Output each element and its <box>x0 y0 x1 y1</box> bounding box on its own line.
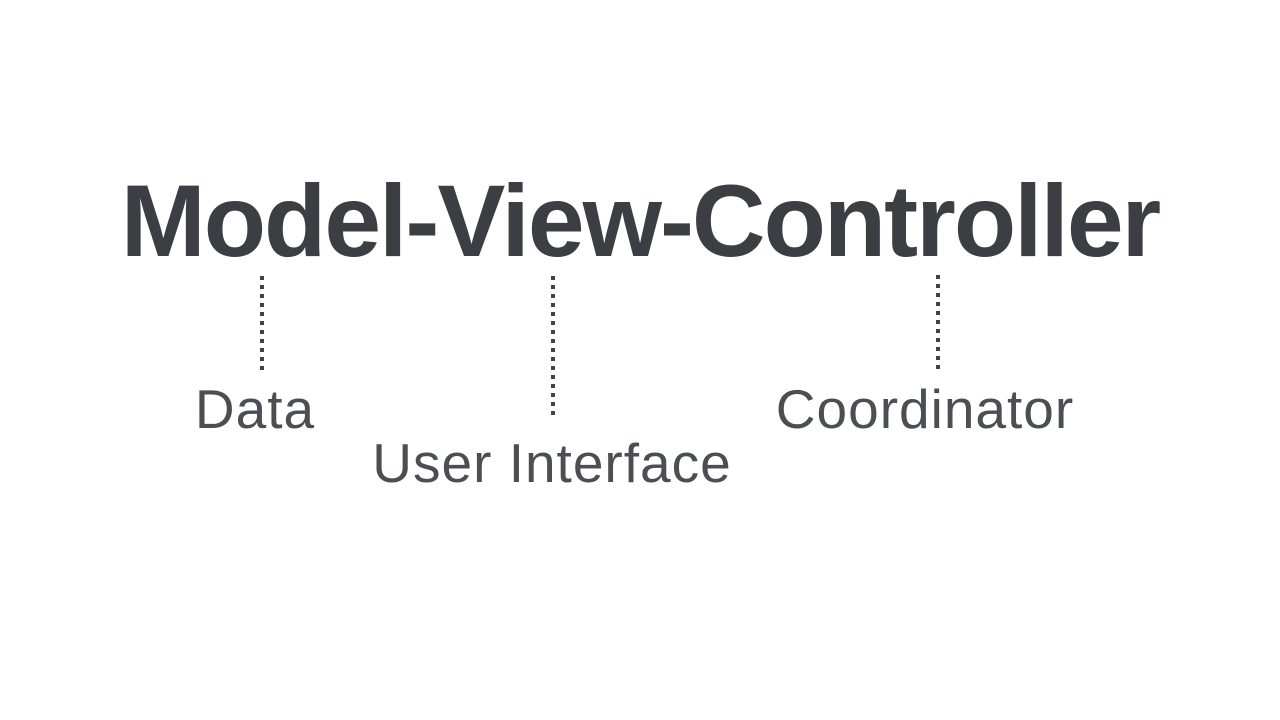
annotation-label-view-user-interface: User Interface <box>372 432 732 494</box>
dotted-connector-model <box>260 276 264 370</box>
dotted-connector-controller <box>936 275 940 369</box>
page-title: Model-View-Controller <box>120 164 1162 278</box>
annotation-label-controller-coordinator: Coordinator <box>775 378 1075 440</box>
annotation-label-model-data: Data <box>194 378 316 440</box>
dotted-connector-view <box>551 276 555 418</box>
